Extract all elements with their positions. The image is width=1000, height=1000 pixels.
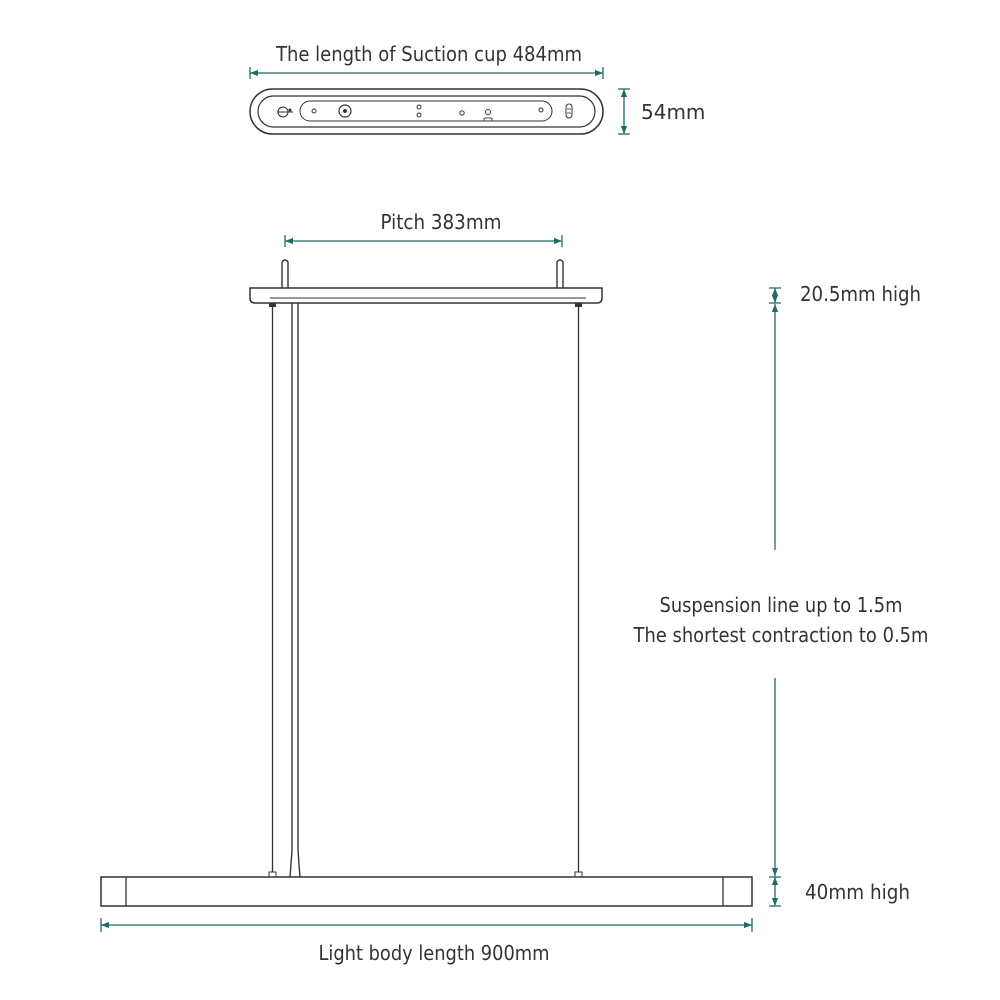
light-body-height-dimension: 40mm high xyxy=(769,876,910,907)
pitch-label: Pitch 383mm xyxy=(381,210,502,234)
light-body-length-label: Light body length 900mm xyxy=(319,941,550,965)
knob-icon xyxy=(277,106,293,118)
suction-cup-length-dimension: The length of Suction cup 484mm xyxy=(249,42,604,79)
pitch-dimension: Pitch 383mm xyxy=(284,210,563,247)
suction-cup-top-view xyxy=(249,88,604,135)
pendant-lamp-front-view xyxy=(100,259,753,907)
switch-icon xyxy=(565,103,573,119)
suction-cup-length-label: The length of Suction cup 484mm xyxy=(275,42,582,66)
suspension-line-min-label: The shortest contraction to 0.5m xyxy=(633,623,929,647)
light-body-length-dimension: Light body length 900mm xyxy=(100,918,753,965)
suspension-line-max-label: Suspension line up to 1.5m xyxy=(660,593,903,617)
suction-cup-height-label: 54mm xyxy=(641,100,705,124)
light-body-height-label: 40mm high xyxy=(805,880,910,904)
suction-cup-height-dimension: 54mm xyxy=(618,88,705,135)
canopy-height-label: 20.5mm high xyxy=(800,282,921,306)
canopy-height-dimension: 20.5mm high xyxy=(769,282,921,306)
suspension-line-dimension: Suspension line up to 1.5m The shortest … xyxy=(633,304,929,876)
